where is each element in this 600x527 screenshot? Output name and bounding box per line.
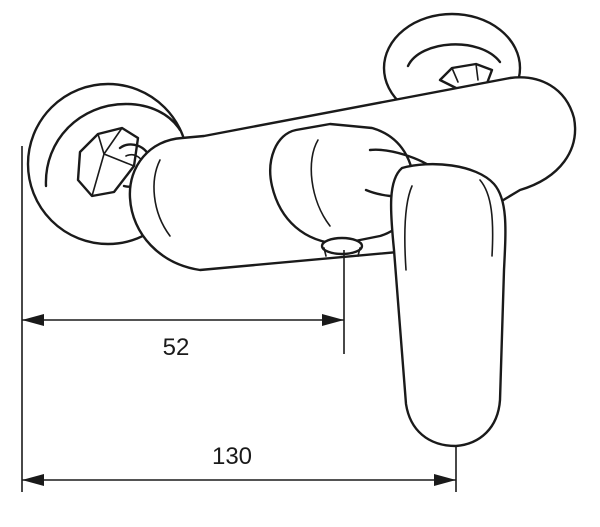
dimension-130: 130 bbox=[22, 443, 456, 486]
dimension-label-130: 130 bbox=[212, 443, 252, 470]
arrowhead-right-130 bbox=[434, 474, 456, 486]
dimension-52: 52 bbox=[22, 314, 344, 361]
extension-lines bbox=[21, 146, 457, 492]
arrowhead-left-52 bbox=[22, 314, 44, 326]
arrowhead-right-52 bbox=[322, 314, 344, 326]
lever-handle bbox=[389, 163, 507, 448]
dimension-label-52: 52 bbox=[163, 334, 190, 361]
arrowhead-left-130 bbox=[22, 474, 44, 486]
bottom-outlet bbox=[320, 236, 364, 257]
